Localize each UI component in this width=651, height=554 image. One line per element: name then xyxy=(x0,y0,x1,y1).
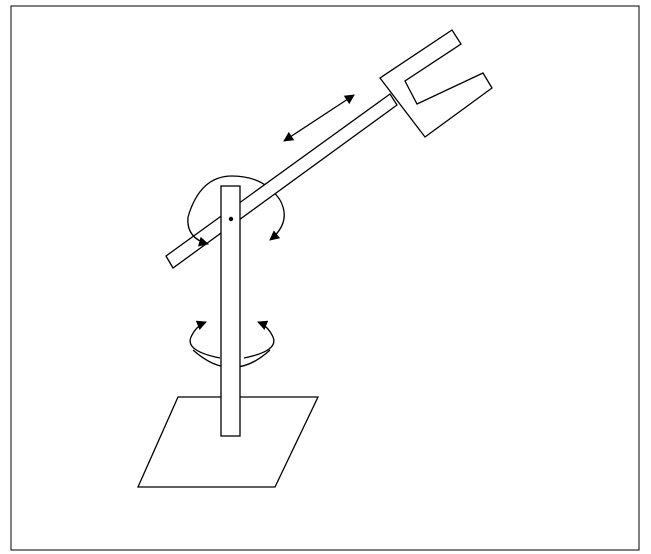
pivot-joint xyxy=(228,216,234,222)
base-plate xyxy=(136,396,320,488)
arm-extension-arrow xyxy=(283,94,355,142)
base-rotation-left-arrow xyxy=(189,320,221,359)
gripper xyxy=(379,29,493,138)
shoulder-rotation-left-arrow xyxy=(187,216,209,247)
shoulder-rotation-right-arrow xyxy=(269,199,285,241)
shoulder-rotation-arrows xyxy=(187,199,285,247)
diagram-frame xyxy=(10,5,640,551)
base-rotation-right-arrow xyxy=(243,320,275,359)
vertical-column xyxy=(220,185,241,437)
